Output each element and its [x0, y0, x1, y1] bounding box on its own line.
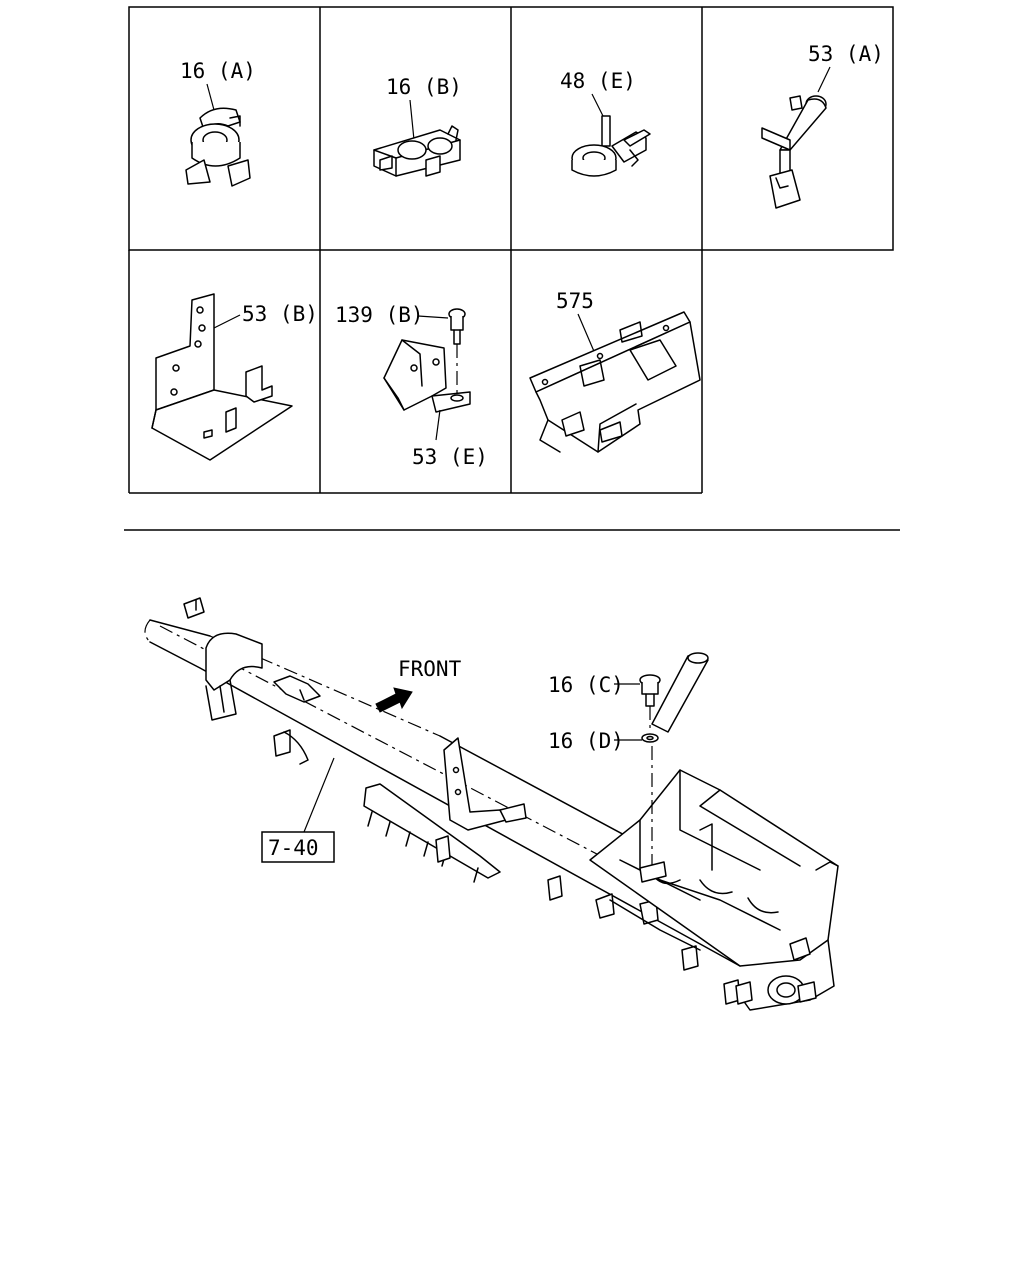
label-16b: 16 (B) [386, 75, 462, 99]
label-53b: 53 (B) [242, 302, 318, 326]
bolt-16c [639, 674, 661, 732]
label-139b: 139 (B) [335, 303, 424, 327]
part-cell-53b: 53 (B) [151, 293, 318, 461]
label-53e: 53 (E) [412, 445, 488, 469]
part-cell-16b: 16 (B) [373, 75, 462, 177]
ref-box-7-40: 7-40 [261, 757, 335, 863]
washer-16d [641, 733, 659, 743]
part-cell-16a: 16 (A) [180, 59, 256, 187]
callout-16d: 16 (D) [548, 729, 624, 753]
front-label: FRONT [398, 657, 462, 681]
clip-16a-drawing [185, 107, 251, 187]
bracket-575-drawing [529, 311, 701, 453]
ref-box-label: 7-40 [268, 836, 319, 860]
bolt-139b-drawing [448, 308, 466, 396]
part-cell-53a: 53 (A) [761, 42, 884, 209]
clip-48e-drawing [571, 115, 651, 177]
label-48e: 48 (E) [560, 69, 636, 93]
parts-grid [128, 6, 894, 494]
part-cell-575: 575 [529, 289, 701, 453]
label-53a: 53 (A) [808, 42, 884, 66]
bracket-53a-drawing [761, 95, 827, 209]
label-16a: 16 (A) [180, 59, 256, 83]
label-575: 575 [556, 289, 594, 313]
callout-16c: 16 (C) [548, 673, 624, 697]
bracket-53e-drawing [383, 339, 471, 413]
part-cell-139b-53e: 139 (B) 53 (E) [335, 303, 488, 469]
front-arrow-icon [375, 687, 413, 713]
front-indicator: FRONT [375, 657, 462, 713]
clip-16b-drawing [373, 125, 461, 177]
part-cell-48e: 48 (E) [560, 69, 651, 177]
bracket-53b-drawing [151, 293, 293, 461]
crossbeam-assembly [144, 597, 839, 1011]
